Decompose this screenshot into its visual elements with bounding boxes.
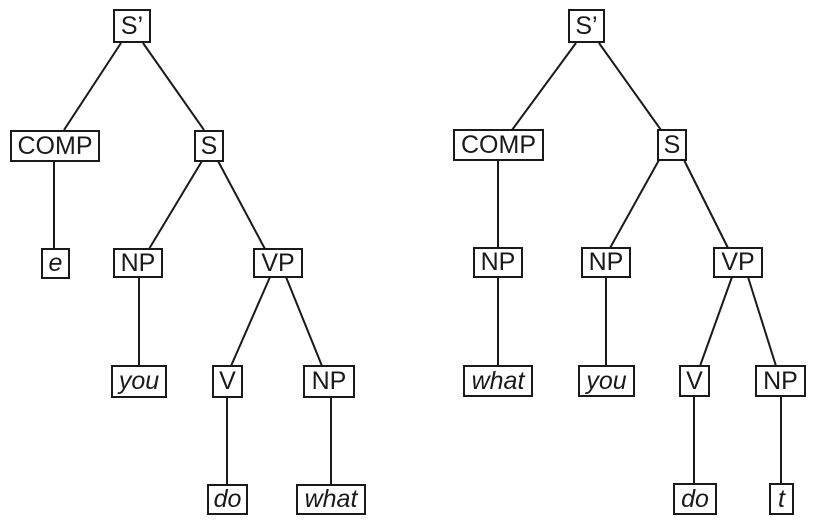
node-v-right: V — [679, 365, 710, 397]
edge-s-np-right — [609, 159, 660, 249]
edge-sbar-s-right — [598, 42, 662, 131]
edge-s-vp-right — [683, 159, 729, 249]
node-vp-right: VP — [713, 247, 763, 278]
edge-sbar-comp-right — [511, 42, 577, 131]
node-comp-right: COMP — [453, 129, 544, 161]
node-np-obj-left: NP — [303, 365, 355, 398]
node-np-obj-right: NP — [755, 365, 806, 397]
node-s-left: S — [194, 130, 224, 162]
node-np-subj-left: NP — [113, 248, 163, 278]
edge-vp-v-left — [230, 276, 271, 367]
node-t-right: t — [769, 483, 794, 515]
node-you-left: you — [111, 365, 167, 398]
edge-vp-np-right — [747, 276, 777, 367]
node-np-comp-right: NP — [473, 247, 523, 278]
edge-sbar-comp-left — [63, 42, 122, 131]
node-you-right: you — [578, 365, 635, 397]
node-s-right: S — [657, 129, 687, 161]
edge-vp-v-right — [699, 276, 733, 367]
node-sbar-right: S’ — [568, 9, 605, 43]
node-np-subj-right: NP — [581, 247, 631, 278]
node-vp-left: VP — [253, 248, 303, 278]
edge-s-np-left — [148, 160, 203, 250]
node-comp-left: COMP — [10, 130, 100, 162]
edge-sbar-s-left — [142, 42, 205, 131]
edge-s-vp-left — [217, 160, 266, 250]
node-do-right: do — [673, 483, 717, 515]
node-e-left: e — [41, 248, 70, 279]
node-do-left: do — [207, 484, 248, 515]
node-sbar-left: S’ — [113, 9, 151, 43]
node-what-right: what — [463, 365, 533, 397]
node-v-left: V — [212, 365, 243, 398]
node-what-left: what — [296, 484, 366, 515]
edge-vp-np-left — [285, 276, 323, 367]
